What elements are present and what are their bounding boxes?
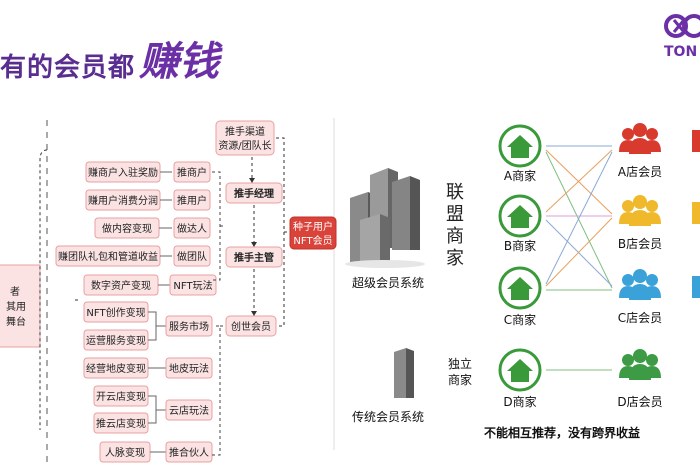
director-label: 推手主管 [234,251,274,264]
house-icon [507,135,533,158]
member-label: D店会员 [617,395,662,409]
category-boxes: 推商户 推用户 做达人 做团队 NFT玩法 服务市场 地皮玩法 云店玩法 推合伙… [165,161,217,463]
traditional-system-label: 传统会员系统 [352,409,424,424]
category-label: 推商户 [177,166,207,179]
offscreen-member-icon [692,202,700,224]
merchant-b: B商家 [498,194,542,253]
offscreen-member-icon [692,130,700,152]
members-c: C店会员 [618,269,662,325]
category-box [165,315,213,337]
manager-box [225,182,283,204]
category-label: NFT玩法 [173,279,212,292]
income-label: 推云店变现 [96,417,146,430]
category-box [173,217,211,239]
hierarchy-arrows [249,178,257,316]
merchant-a: A商家 [498,124,542,183]
seed-user-box [289,216,337,250]
income-label: 运营服务变现 [86,334,146,347]
platform-label-line-2: 其用 [6,301,26,313]
alliance-char: 盟 [446,204,464,225]
members-b: B店会员 [618,195,662,251]
category-box [165,399,213,421]
income-label: 赚用户消费分润 [88,194,158,207]
alliance-label: 联 盟 商 家 [446,182,464,269]
channel-label-line-2: 资源/团队长 [218,139,271,152]
alliance-char: 联 [446,182,464,203]
income-label: 赚商户入驻奖励 [88,166,158,179]
platform-box [0,264,41,348]
income-label: 人脉变现 [105,446,145,459]
offscreen-member-icon [692,276,700,298]
category-label: 地皮玩法 [169,362,209,375]
alliance-char: 商 [446,226,464,247]
income-label: 经营地皮变现 [86,362,146,375]
platform-label-line-3: 舞台 [6,315,26,328]
income-label: 数字资产变现 [91,279,151,292]
people-group-icon [619,269,661,300]
income-label: 开云店变现 [96,390,146,403]
category-label: 做团队 [177,250,207,263]
company-logo: TON [664,8,700,64]
hierarchy: 推手渠道 资源/团队长 推手经理 推手主管 创世会员 种子用户 NFT会员 [215,120,337,337]
logo-text: TON [664,44,698,60]
manager-label: 推手经理 [234,187,274,200]
category-box [165,357,213,379]
category-bracket [212,171,226,456]
category-label: 推合伙人 [169,446,209,459]
hierarchy-connectors [251,137,290,327]
people-group-icon [619,349,661,380]
merchant-label: A商家 [504,168,536,183]
footer-note: 不能相互推荐，没有跨界收益 [484,425,640,440]
independent-label-line-2: 商家 [448,372,472,387]
item-connectors [148,171,172,453]
people-group-icon [619,123,661,154]
category-box [173,245,211,267]
platform-label-line-1: 者 [10,286,20,298]
category-label: 云店玩法 [169,404,209,417]
seed-label-line-2: NFT会员 [293,234,332,247]
merchant-c: C商家 [498,266,542,327]
category-box [173,189,211,211]
seed-label-line-1: 种子用户 [293,220,333,233]
channel-label-line-1: 推手渠道 [225,125,265,138]
single-building-icon [394,348,414,398]
title-emphasis: 赚钱 [139,39,220,85]
category-label: 做达人 [177,222,207,235]
building-cluster-icon [345,168,425,268]
income-label: 做内容变现 [102,222,152,235]
house-icon [507,277,533,300]
page-title: 有的会员都 赚钱 [0,24,219,84]
house-icon [507,205,533,228]
cross-connections [545,145,613,291]
member-label: C店会员 [618,311,662,325]
house-icon [507,359,533,382]
member-label: B店会员 [618,237,662,251]
independent-label-line-1: 独立 [448,356,472,371]
category-box [173,161,211,183]
founder-box [225,315,277,337]
logo-mark-icon [664,14,700,38]
founder-label: 创世会员 [231,320,271,333]
category-label: 推用户 [177,194,207,207]
merchant-label: D商家 [503,394,536,409]
merchant-label: C商家 [504,312,536,327]
member-label: A店会员 [618,165,662,179]
merchant-label: B商家 [504,238,536,253]
income-items: 赚商户入驻奖励 赚用户消费分润 做内容变现 赚团队礼包和管道收益 数字资产变现 … [55,161,161,463]
merchant-d: D商家 [498,348,542,409]
category-box [169,274,217,296]
super-system-label: 超级会员系统 [352,275,424,290]
category-box [165,441,213,463]
income-label: NFT创作变现 [86,306,145,319]
income-label: 赚团队礼包和管道收益 [58,250,158,263]
left-bracket-lines [39,149,78,430]
alliance-char: 家 [446,248,464,269]
members-a: A店会员 [618,123,662,179]
channel-box [215,120,275,156]
title-regular: 有的会员都 [0,53,136,83]
people-group-icon [619,195,661,226]
category-label: 服务市场 [169,320,209,333]
members-d: D店会员 [617,349,663,409]
